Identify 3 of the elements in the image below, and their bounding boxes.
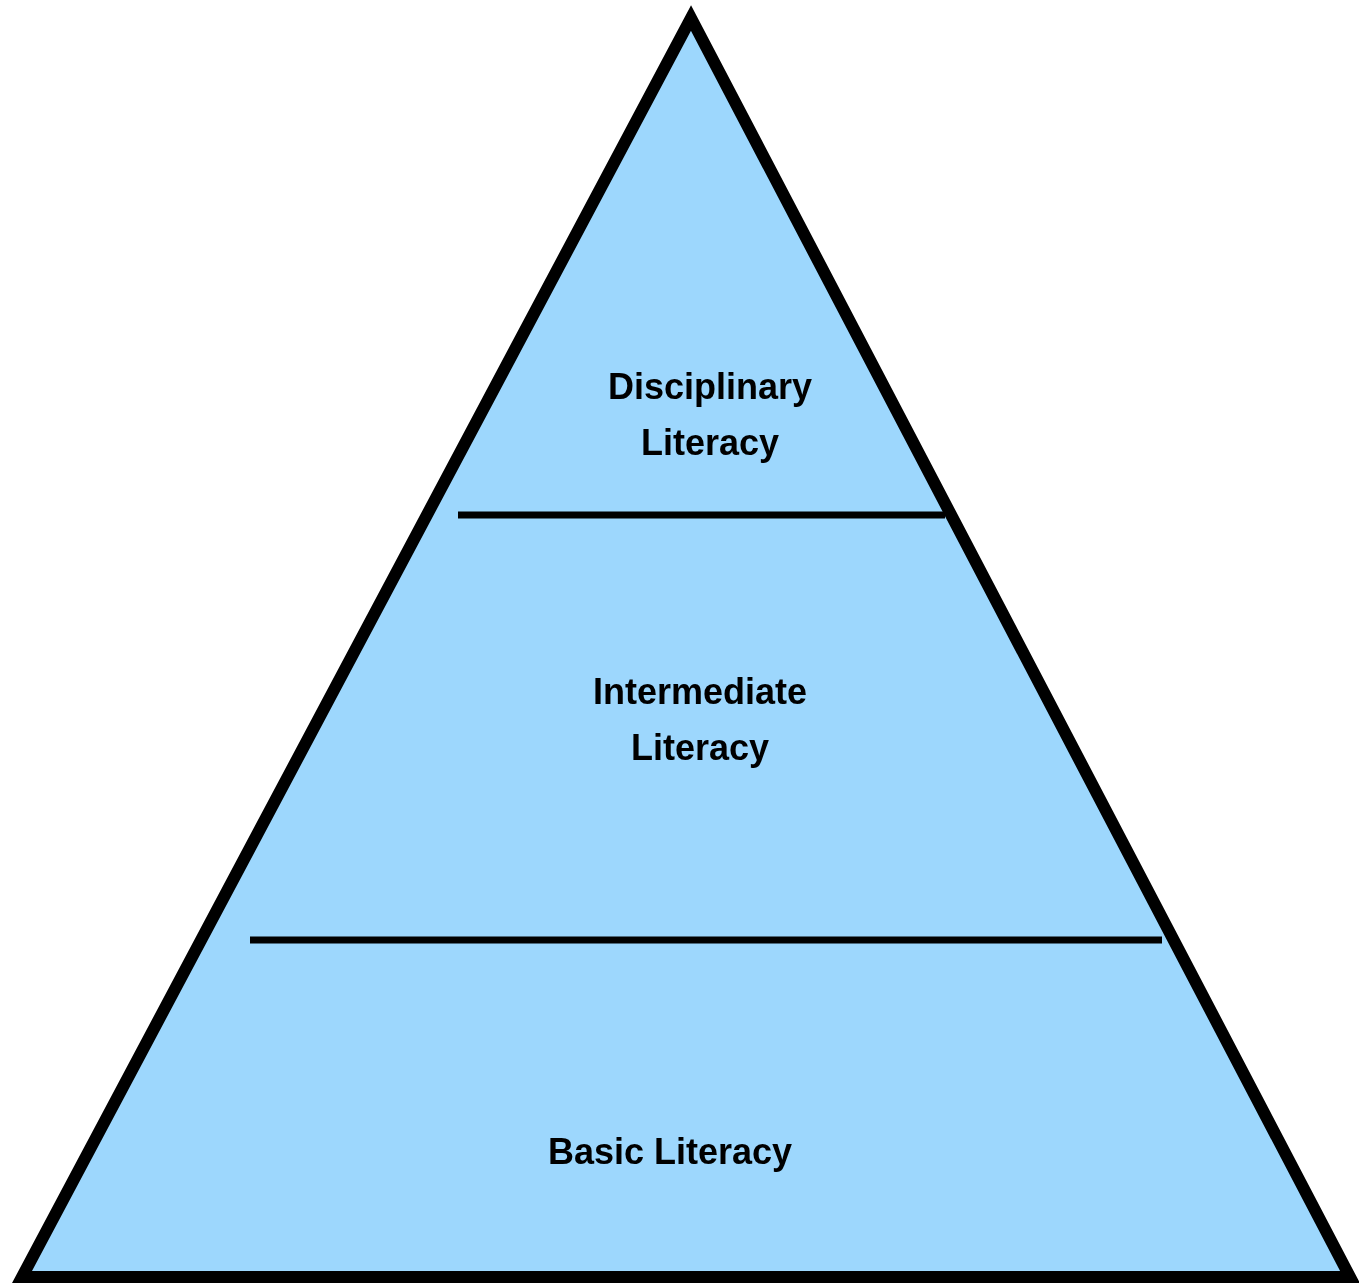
tier-label: Intermediate Literacy <box>591 670 808 770</box>
tier-label: Disciplinary Literacy <box>606 365 814 465</box>
tier-label: Basic Literacy <box>546 1130 794 1174</box>
